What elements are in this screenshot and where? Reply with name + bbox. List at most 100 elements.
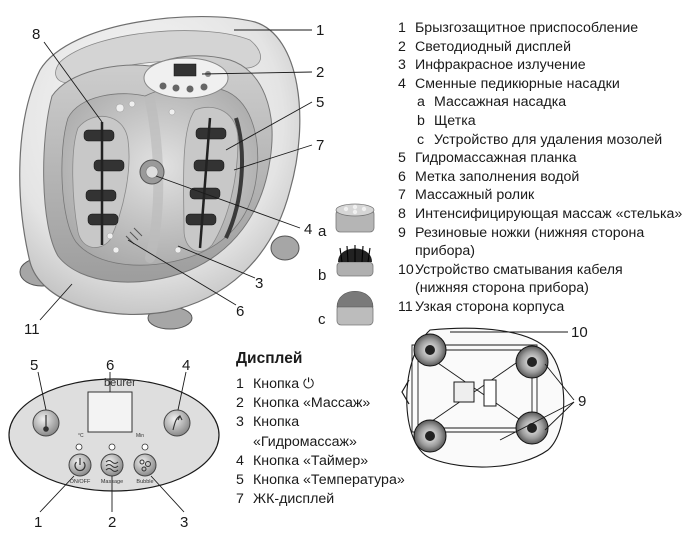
legend-item-number: 10 bbox=[398, 261, 414, 278]
legend-item-text: Устройство сматывания кабеля bbox=[415, 261, 623, 278]
bath-callout-2: 2 bbox=[316, 64, 324, 81]
legend-item-number: 9 bbox=[398, 224, 406, 241]
bottom-callout-10: 10 bbox=[571, 324, 588, 341]
legend-item-number: a bbox=[417, 94, 425, 111]
power-icon bbox=[74, 458, 86, 472]
legend-item-number: 3 bbox=[398, 57, 406, 74]
attachment-c-callus-remover bbox=[336, 291, 374, 326]
panel-callout-2: 2 bbox=[108, 514, 116, 531]
legend-item-text: Гидромассажная планка bbox=[415, 150, 577, 167]
bath-callout-4: 4 bbox=[304, 221, 312, 238]
legend-item-continued-text: (нижняя сторона прибора) bbox=[415, 280, 589, 297]
panel-lcd-display bbox=[87, 391, 133, 433]
cable-exit bbox=[401, 379, 410, 405]
bath-callout-3: 3 bbox=[255, 275, 263, 292]
display-legend-item-text: Кнопка ⏻ bbox=[253, 376, 315, 392]
legend-item-number: c bbox=[417, 131, 425, 148]
display-legend-item-text: ЖК-дисплей bbox=[253, 491, 335, 508]
legend-item-text: Метка заполнения водой bbox=[415, 168, 580, 185]
legend-item-number: 1 bbox=[398, 20, 406, 36]
display-legend-item-number: 2 bbox=[236, 395, 244, 412]
display-legend-item-text: Кнопка «Массаж» bbox=[253, 395, 371, 412]
bubble-dots bbox=[106, 100, 182, 254]
display-legend-item: 2 Кнопка «Массаж» bbox=[236, 394, 416, 413]
display-legend-item-number: 5 bbox=[236, 472, 244, 489]
legend-item-number: 5 bbox=[398, 150, 406, 167]
rubber-foot-3 bbox=[413, 419, 447, 453]
legend-item-number: 6 bbox=[398, 168, 406, 185]
bottom-callout-lines bbox=[450, 331, 575, 441]
bath-foot-back bbox=[270, 235, 300, 261]
legend-item: 6 Метка заполнения водой bbox=[398, 168, 698, 187]
legend-item-text: Устройство для удаления мозолей bbox=[434, 131, 663, 148]
thermometer-icon bbox=[43, 415, 49, 432]
legend-item-number: 2 bbox=[398, 38, 406, 55]
foot-bath bbox=[19, 15, 301, 330]
legend-item-continued: прибора) bbox=[398, 242, 698, 261]
bath-led-display bbox=[143, 57, 229, 99]
display-legend-item-continued-text: «Гидромассаж» bbox=[253, 433, 357, 450]
panel-body bbox=[8, 378, 220, 492]
massage-icon bbox=[105, 460, 119, 472]
panel-callout-1: 1 bbox=[34, 514, 42, 531]
legend-item: 5 Гидромассажная планка bbox=[398, 149, 698, 168]
legend-item-text: Массажный ролик bbox=[415, 187, 535, 204]
legend-item-text: Светодиодный дисплей bbox=[415, 38, 571, 55]
parts-legend: 1 Брызгозащитное приспособление 2 Светодиод… bbox=[398, 19, 698, 317]
legend-item-text: Узкая сторона корпуса bbox=[415, 298, 565, 315]
display-legend-item-text: Кнопка bbox=[253, 414, 300, 431]
massage-button[interactable] bbox=[100, 453, 124, 477]
panel-unit-c: °C bbox=[78, 433, 84, 439]
panel-callout-5: 5 bbox=[30, 357, 38, 374]
panel-callout-6: 6 bbox=[106, 357, 114, 374]
display-legend-item: 1 Кнопка ⏻ bbox=[236, 375, 416, 394]
legend-item-number: 4 bbox=[398, 75, 406, 92]
attachment-a-massage bbox=[335, 203, 375, 233]
timer-icon bbox=[172, 414, 183, 431]
panel-unit-min: Min bbox=[136, 433, 144, 439]
panel-callout-lines bbox=[37, 371, 187, 513]
panel-callout-3: 3 bbox=[180, 514, 188, 531]
bubble-button-label: Bubble bbox=[136, 479, 153, 485]
rubber-foot-1 bbox=[413, 333, 447, 367]
attachment-label-b: b bbox=[318, 267, 326, 284]
bath-callout-7: 7 bbox=[316, 137, 324, 154]
bubble-button[interactable] bbox=[133, 453, 157, 477]
rubber-foot-4 bbox=[515, 411, 549, 445]
left-foot-pad bbox=[72, 115, 130, 248]
cable-clip bbox=[453, 381, 475, 403]
attachment-socket-center bbox=[145, 165, 159, 179]
legend-item-number: 8 bbox=[398, 205, 406, 222]
bath-callout-8: 8 bbox=[32, 26, 40, 43]
display-legend-item-number: 4 bbox=[236, 452, 244, 469]
type-label-plate bbox=[483, 379, 497, 407]
display-legend-title: Дисплей bbox=[236, 350, 303, 367]
display-legend-item-number: 1 bbox=[236, 376, 244, 392]
bath-callout-lines bbox=[39, 29, 313, 321]
bubble-icon bbox=[139, 459, 151, 472]
legend-item-text: Брызгозащитное приспособление bbox=[415, 20, 639, 36]
timer-button[interactable] bbox=[163, 409, 191, 437]
panel-callout-4: 4 bbox=[182, 357, 190, 374]
attachment-label-c: c bbox=[318, 311, 326, 328]
legend-item: 1 Брызгозащитное приспособление bbox=[398, 19, 698, 38]
bottom-view bbox=[401, 327, 565, 468]
bottom-callout-9: 9 bbox=[578, 393, 586, 410]
power-button-label: ON/OFF bbox=[70, 479, 91, 485]
bath-callout-5: 5 bbox=[316, 94, 324, 111]
legend-item: 2 Светодиодный дисплей bbox=[398, 38, 698, 57]
legend-item-number: 11 bbox=[398, 298, 413, 315]
